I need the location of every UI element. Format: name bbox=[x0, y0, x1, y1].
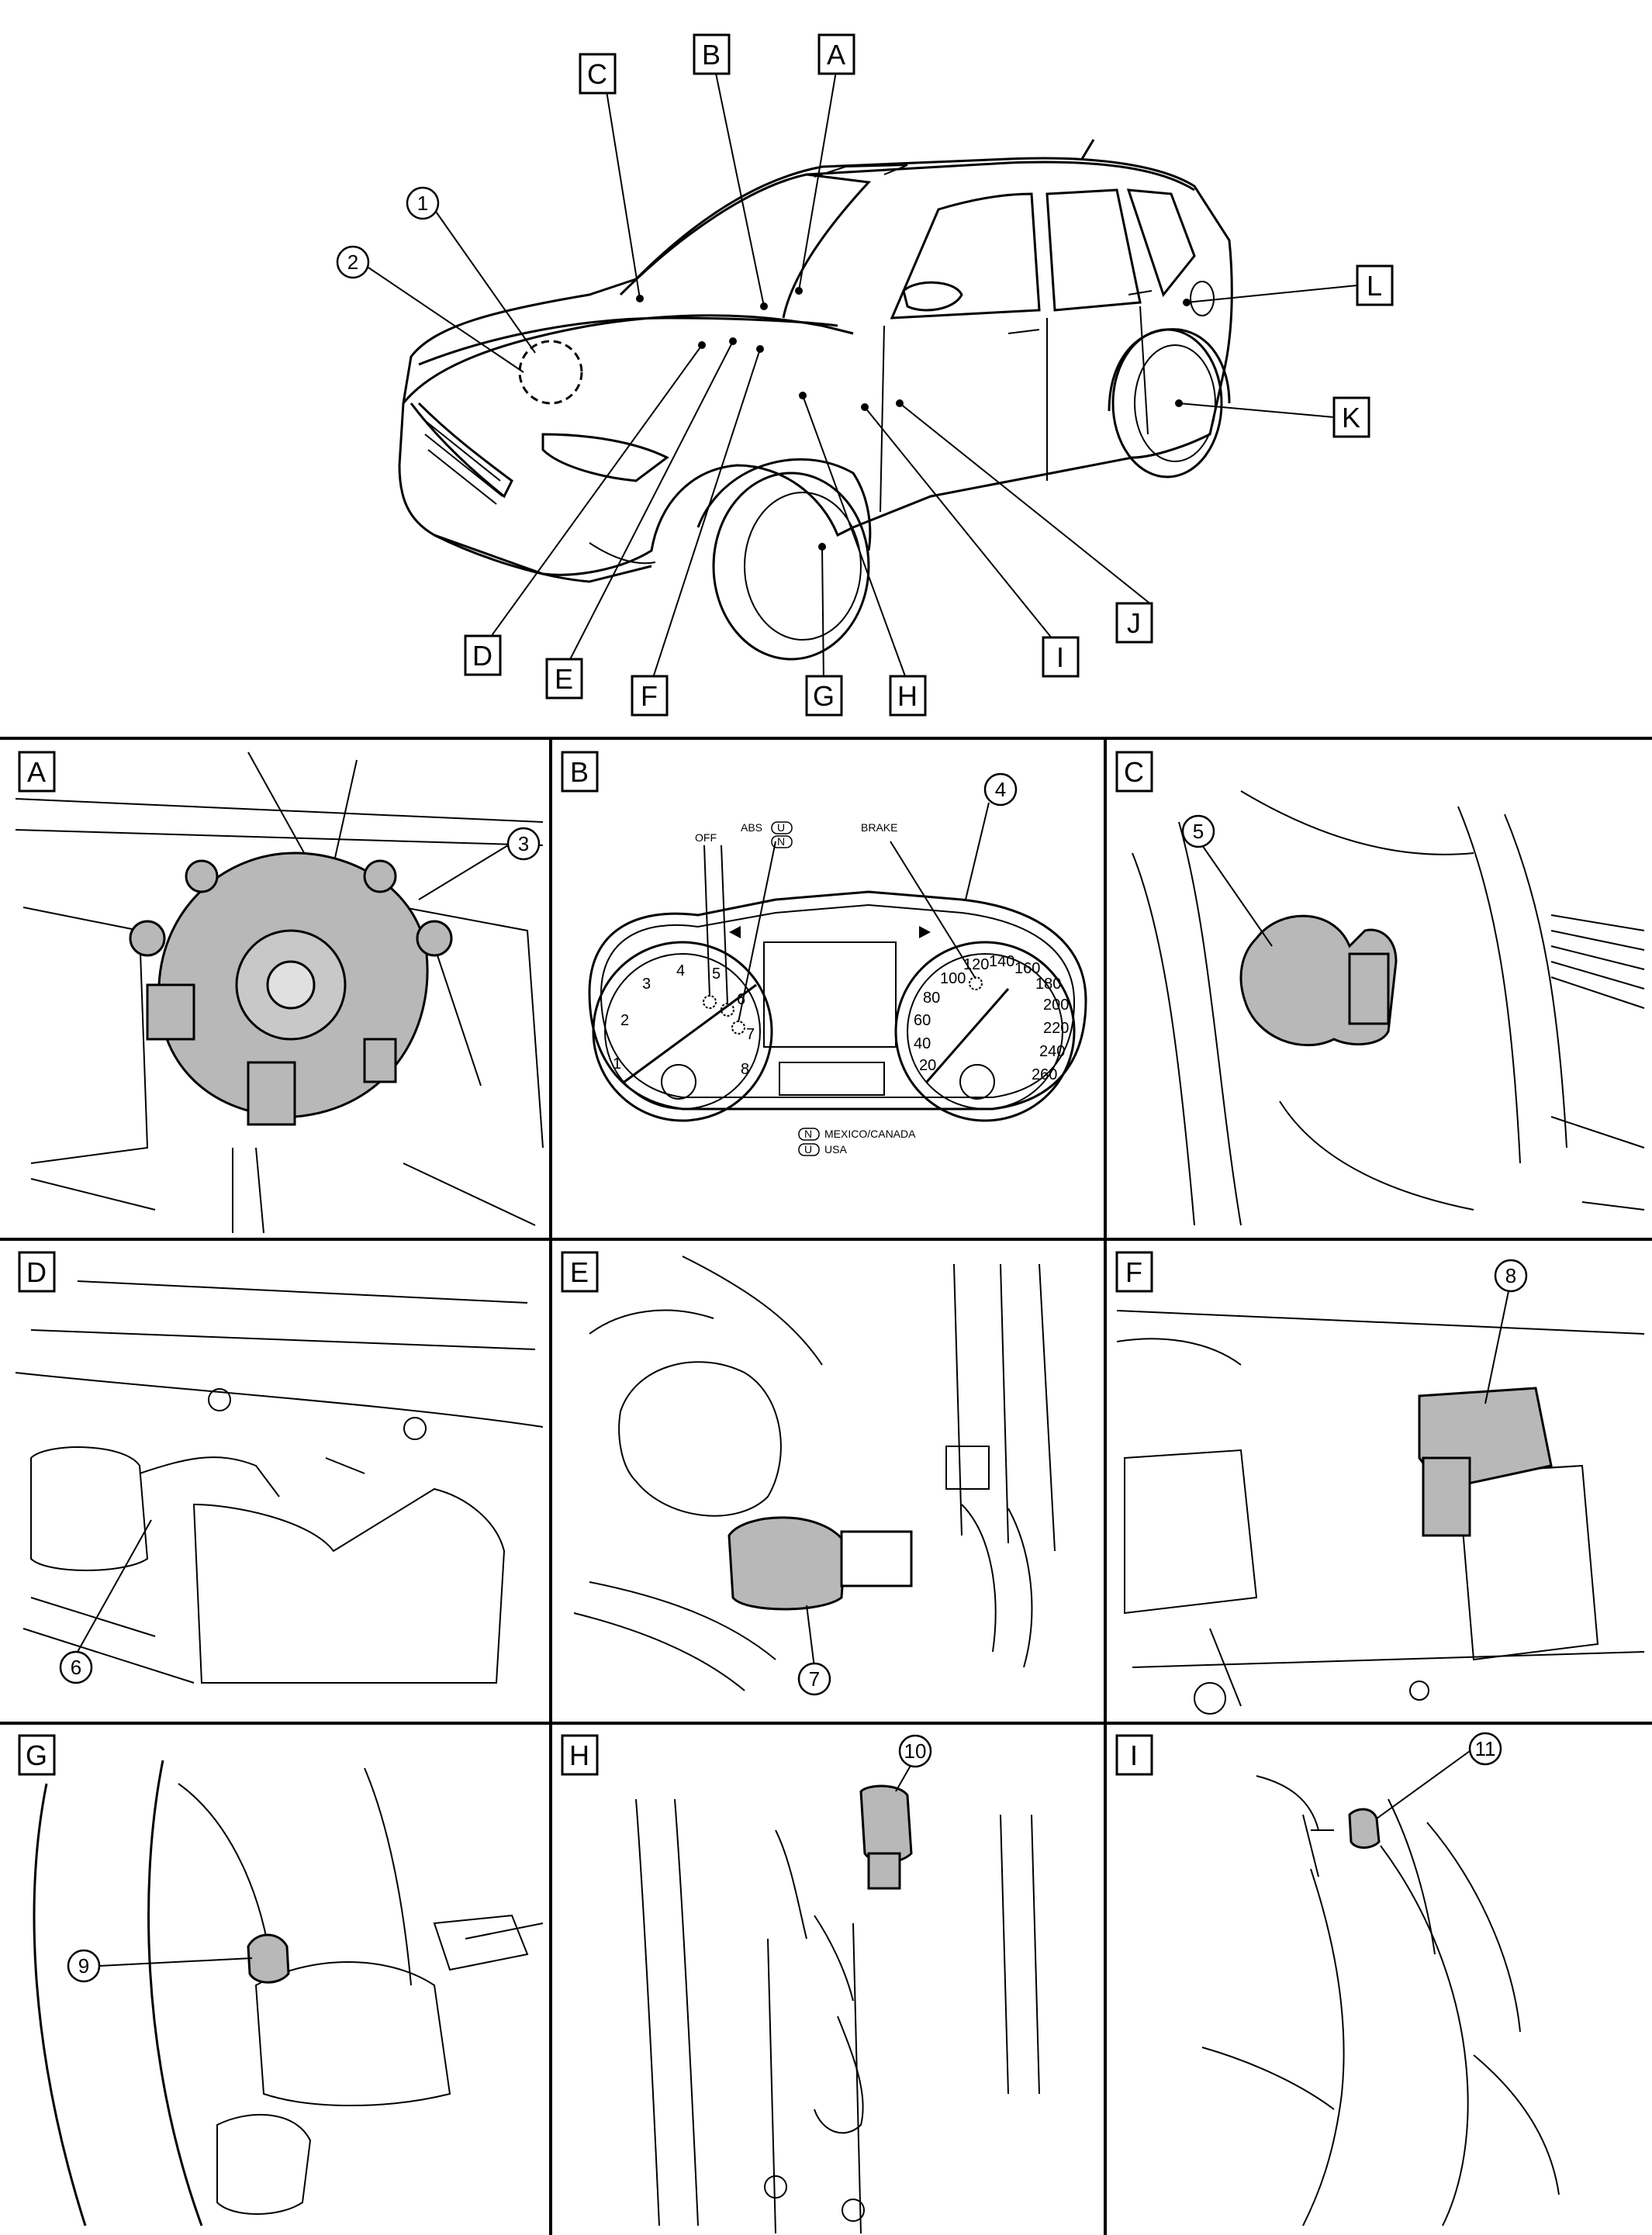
callout-7: 7 bbox=[797, 1662, 831, 1696]
overview-label-E: E bbox=[545, 658, 583, 700]
overview-label-B: B bbox=[693, 33, 731, 75]
svg-text:A: A bbox=[27, 756, 46, 788]
overview-label-H: H bbox=[889, 675, 927, 717]
svg-text:200: 200 bbox=[1043, 997, 1069, 1014]
svg-text:5: 5 bbox=[1193, 820, 1204, 843]
panel-E: E 7 bbox=[561, 1251, 1056, 1696]
panel-H: H 10 bbox=[561, 1734, 1040, 2234]
svg-text:USA: USA bbox=[824, 1143, 847, 1155]
svg-text:U: U bbox=[777, 821, 785, 834]
svg-text:160: 160 bbox=[1014, 960, 1040, 977]
overview-label-D: D bbox=[464, 634, 502, 676]
svg-text:OFF: OFF bbox=[695, 831, 717, 844]
panel-D: D 6 bbox=[15, 1251, 544, 1684]
svg-text:I: I bbox=[1130, 1739, 1138, 1771]
svg-text:8: 8 bbox=[741, 1061, 749, 1078]
svg-text:N: N bbox=[777, 835, 785, 848]
panel-C: C 5 bbox=[1115, 751, 1645, 1226]
svg-text:B: B bbox=[570, 756, 589, 788]
svg-text:E: E bbox=[555, 663, 573, 695]
svg-text:8: 8 bbox=[1505, 1264, 1516, 1287]
svg-text:D: D bbox=[26, 1256, 47, 1288]
panel-grid bbox=[0, 737, 1652, 2235]
callout-9: 9 bbox=[67, 1949, 101, 1983]
callout-11: 11 bbox=[1468, 1732, 1502, 1766]
overview-callout-1: 1 bbox=[406, 186, 440, 220]
svg-text:F: F bbox=[641, 680, 658, 712]
svg-text:180: 180 bbox=[1035, 976, 1061, 993]
svg-text:MEXICO/CANADA: MEXICO/CANADA bbox=[824, 1128, 916, 1140]
svg-text:J: J bbox=[1127, 607, 1141, 639]
callout-6: 6 bbox=[59, 1650, 93, 1684]
svg-text:10: 10 bbox=[904, 1739, 927, 1763]
svg-text:I: I bbox=[1056, 641, 1064, 673]
svg-text:220: 220 bbox=[1043, 1020, 1069, 1037]
svg-text:3: 3 bbox=[642, 976, 651, 993]
svg-text:40: 40 bbox=[914, 1035, 931, 1052]
svg-text:N: N bbox=[804, 1128, 812, 1140]
svg-text:1: 1 bbox=[417, 192, 428, 215]
svg-text:B: B bbox=[702, 39, 721, 71]
callout-5: 5 bbox=[1181, 814, 1215, 848]
svg-text:20: 20 bbox=[919, 1057, 936, 1074]
svg-text:7: 7 bbox=[809, 1667, 820, 1691]
vehicle-overview bbox=[398, 139, 1233, 661]
svg-text:E: E bbox=[570, 1256, 589, 1288]
svg-text:5: 5 bbox=[712, 966, 721, 983]
svg-text:240: 240 bbox=[1039, 1043, 1065, 1060]
callout-10: 10 bbox=[898, 1734, 932, 1768]
callout-3: 3 bbox=[506, 827, 541, 861]
svg-text:H: H bbox=[897, 680, 918, 712]
svg-text:7: 7 bbox=[746, 1026, 755, 1043]
overview-label-F: F bbox=[631, 675, 669, 717]
svg-text:U: U bbox=[804, 1143, 812, 1155]
overview-leaders bbox=[368, 61, 1358, 683]
svg-text:6: 6 bbox=[71, 1656, 81, 1679]
svg-text:BRAKE: BRAKE bbox=[861, 821, 897, 834]
svg-text:G: G bbox=[813, 680, 835, 712]
svg-text:K: K bbox=[1342, 402, 1360, 434]
svg-text:100: 100 bbox=[940, 970, 966, 987]
svg-text:ABS: ABS bbox=[741, 821, 762, 834]
overview-callout-2: 2 bbox=[336, 245, 370, 279]
svg-text:H: H bbox=[569, 1739, 589, 1771]
svg-text:L: L bbox=[1367, 270, 1382, 302]
overview-label-K: K bbox=[1332, 396, 1370, 438]
overview-label-G: G bbox=[805, 675, 843, 717]
callout-8: 8 bbox=[1494, 1259, 1528, 1293]
svg-text:260: 260 bbox=[1032, 1066, 1057, 1083]
svg-text:60: 60 bbox=[914, 1012, 931, 1029]
overview-letter-boxes: C B A L K J I D E F G H bbox=[464, 33, 1394, 717]
overview-label-A: A bbox=[817, 33, 855, 75]
svg-text:4: 4 bbox=[676, 962, 685, 979]
panel-I: I 11 bbox=[1115, 1732, 1560, 2226]
panel-A: A 3 bbox=[15, 751, 544, 1234]
panel-G: G 9 bbox=[18, 1734, 544, 2226]
svg-text:2: 2 bbox=[347, 250, 358, 274]
overview-label-C: C bbox=[579, 53, 617, 95]
svg-text:F: F bbox=[1125, 1256, 1142, 1288]
svg-text:6: 6 bbox=[737, 991, 745, 1008]
svg-text:2: 2 bbox=[620, 1012, 629, 1029]
svg-text:A: A bbox=[827, 39, 845, 71]
svg-text:9: 9 bbox=[78, 1954, 89, 1978]
svg-text:C: C bbox=[587, 58, 607, 90]
svg-text:C: C bbox=[1124, 756, 1144, 788]
svg-text:4: 4 bbox=[995, 778, 1006, 801]
svg-text:80: 80 bbox=[923, 990, 940, 1007]
svg-text:3: 3 bbox=[518, 832, 529, 855]
overview-label-L: L bbox=[1356, 264, 1394, 306]
overview-label-I: I bbox=[1042, 636, 1080, 678]
overview-label-J: J bbox=[1115, 602, 1153, 644]
overview-leader-dots bbox=[636, 287, 1191, 551]
svg-text:G: G bbox=[26, 1739, 47, 1771]
svg-text:11: 11 bbox=[1475, 1737, 1496, 1760]
panel-B: B 1 2 3 4 5 6 7 8 20 40 60 80 100 120 14… bbox=[561, 751, 1087, 1156]
svg-text:D: D bbox=[472, 640, 492, 672]
svg-text:140: 140 bbox=[989, 953, 1014, 970]
svg-text:1: 1 bbox=[613, 1055, 621, 1073]
panel-F: F 8 bbox=[1115, 1251, 1645, 1715]
callout-4: 4 bbox=[983, 772, 1018, 807]
